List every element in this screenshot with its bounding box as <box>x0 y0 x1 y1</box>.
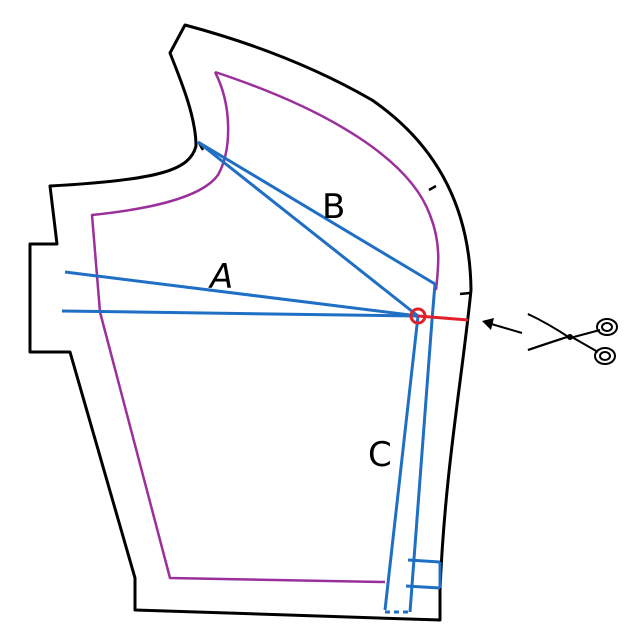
slash-line-c-edge <box>430 283 437 321</box>
notch-mark <box>459 291 471 296</box>
slash-lines <box>61 140 442 614</box>
pivot-point <box>409 307 427 325</box>
slash-line-a-lower <box>61 309 419 318</box>
slash-line-b-upper <box>197 140 436 286</box>
seam-line <box>90 71 386 584</box>
slash-line-a-upper <box>64 270 419 318</box>
slash-line-c-right <box>408 319 434 613</box>
label-b: B <box>322 187 345 227</box>
pattern-outline <box>28 23 473 622</box>
seam-line-armhole <box>214 70 440 291</box>
scissors-icon <box>527 313 618 365</box>
label-a: A <box>208 257 233 297</box>
slash-line-b-lower <box>197 140 419 318</box>
notch-mark <box>428 184 437 192</box>
label-c: C <box>368 435 392 475</box>
hem-guide <box>407 558 441 564</box>
arrow-left-icon <box>482 318 523 334</box>
slash-line-c-left <box>383 315 420 611</box>
hem-guide <box>405 584 441 590</box>
